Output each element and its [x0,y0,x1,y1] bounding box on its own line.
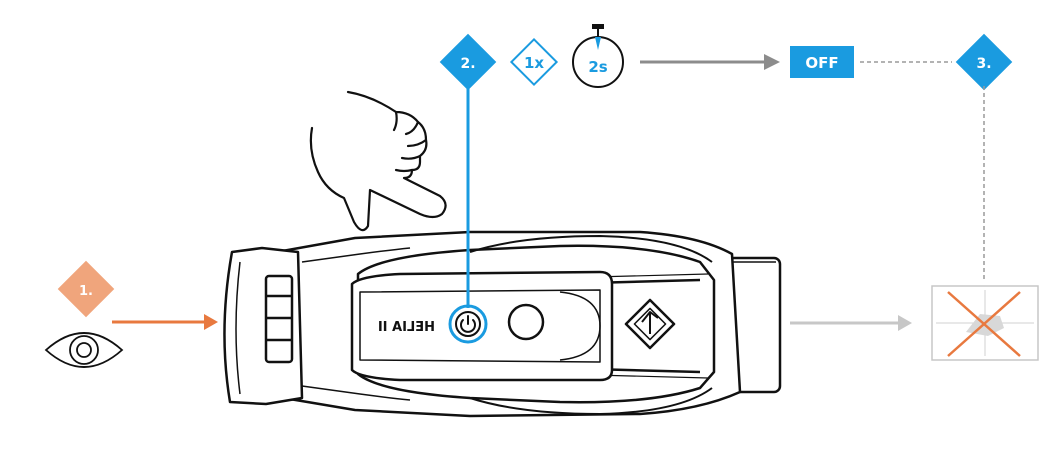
device-to-screen-arrow [790,315,912,331]
power-button[interactable] [448,304,488,344]
eye-to-device-arrow [112,314,218,330]
result-arrow [640,54,780,70]
device-name-label: HELIA II [378,320,435,335]
eye-icon [44,332,124,368]
svg-text:3.: 3. [976,56,991,72]
step-3-badge: 3. [955,33,1013,91]
off-status-badge: OFF [790,46,854,78]
stopwatch-icon: 2s [572,24,624,88]
press-duration-label: 2s [588,58,607,76]
svg-text:2.: 2. [460,56,475,72]
step-1-badge: 1. [57,260,115,318]
svg-text:OFF: OFF [805,54,838,72]
thermal-monocular [223,230,782,418]
step-2-badge: 2. [439,33,497,91]
press-count-badge: 1x [509,37,559,87]
svg-text:1x: 1x [524,54,544,72]
svg-text:1.: 1. [79,284,93,299]
hand-pointer-icon [309,90,447,232]
power-button-icon [460,315,476,333]
screen-off-icon [931,285,1039,361]
